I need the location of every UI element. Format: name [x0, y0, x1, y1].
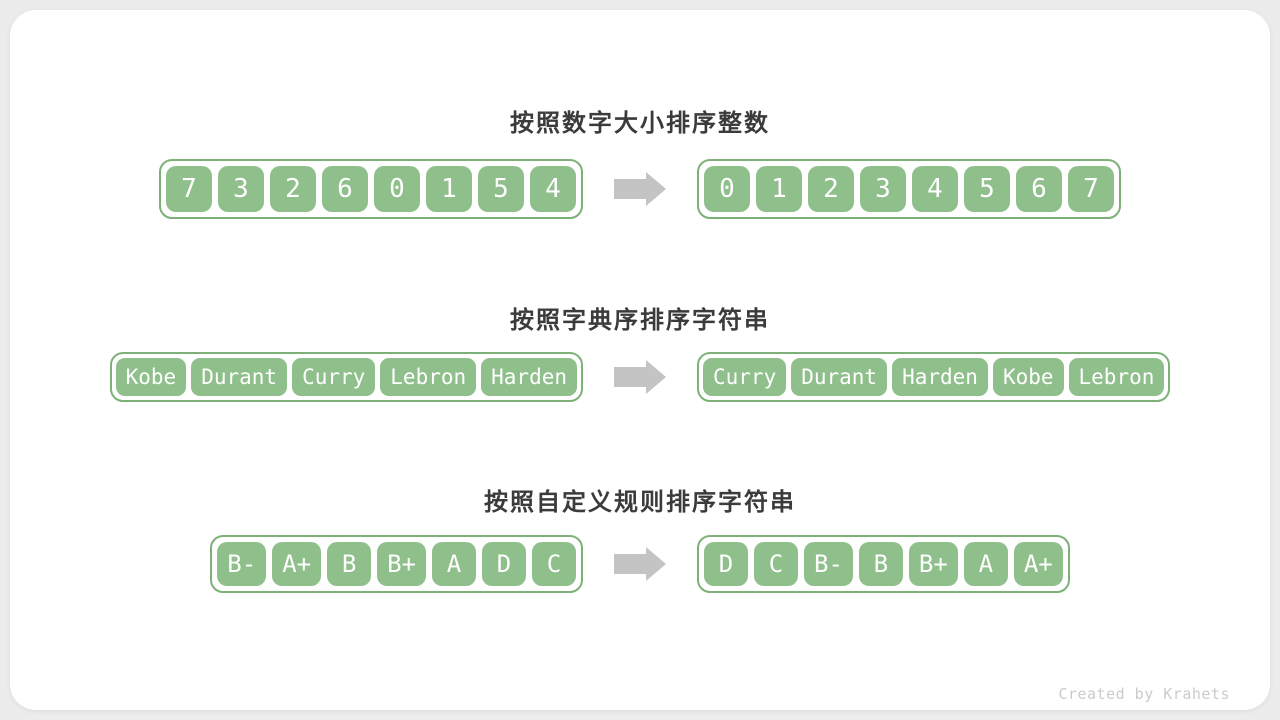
- array-cell: 5: [478, 166, 524, 212]
- array-cell: Lebron: [380, 358, 477, 396]
- array-cell: 7: [166, 166, 212, 212]
- array-cell: A: [963, 542, 1008, 586]
- array-cell: Curry: [703, 358, 787, 396]
- array-cell: Harden: [481, 358, 577, 396]
- array-cell: 3: [218, 166, 264, 212]
- arrow-right-icon: [614, 172, 666, 206]
- array-cell: Durant: [191, 358, 288, 396]
- array-cell: 4: [530, 166, 576, 212]
- array-cell: 2: [270, 166, 316, 212]
- array-cell: B+: [377, 542, 426, 586]
- array-cell: 0: [704, 166, 750, 212]
- array-cell: 2: [808, 166, 854, 212]
- array-cell: B-: [217, 542, 267, 586]
- array-cell: 1: [756, 166, 802, 212]
- section-title: 按照字典序排序字符串: [510, 307, 770, 334]
- array-cell: 0: [374, 166, 420, 212]
- array-cell: 5: [964, 166, 1010, 212]
- array-cell: Curry: [292, 358, 376, 396]
- array-cell: D: [704, 542, 748, 586]
- array-cell: 1: [426, 166, 472, 212]
- array-cell: 3: [860, 166, 906, 212]
- array-cell: 7: [1068, 166, 1114, 212]
- array-cell: A+: [272, 542, 322, 586]
- array-cell: C: [532, 542, 576, 586]
- array-cell: D: [482, 542, 526, 586]
- array-cell: 6: [1016, 166, 1062, 212]
- section-title: 按照数字大小排序整数: [510, 110, 770, 137]
- array-cell: B: [858, 542, 903, 586]
- array-cell: B-: [804, 542, 853, 586]
- array-cell: 4: [912, 166, 958, 212]
- array-cell: Kobe: [115, 358, 187, 396]
- array-cell: A: [432, 542, 476, 586]
- array-cell: Harden: [892, 358, 988, 396]
- array-cell: B+: [908, 542, 958, 586]
- section-title: 按照自定义规则排序字符串: [484, 489, 796, 516]
- array-cell: Durant: [791, 358, 888, 396]
- credit-text: Created by Krahets: [1058, 685, 1230, 703]
- arrow-right-icon: [614, 360, 666, 394]
- array-cell: 6: [322, 166, 368, 212]
- array-cell: A+: [1013, 542, 1063, 586]
- arrow-right-icon: [614, 547, 666, 581]
- array-cell: Kobe: [992, 358, 1064, 396]
- array-cell: C: [754, 542, 798, 586]
- array-cell: Lebron: [1068, 358, 1165, 396]
- array-cell: B: [327, 542, 372, 586]
